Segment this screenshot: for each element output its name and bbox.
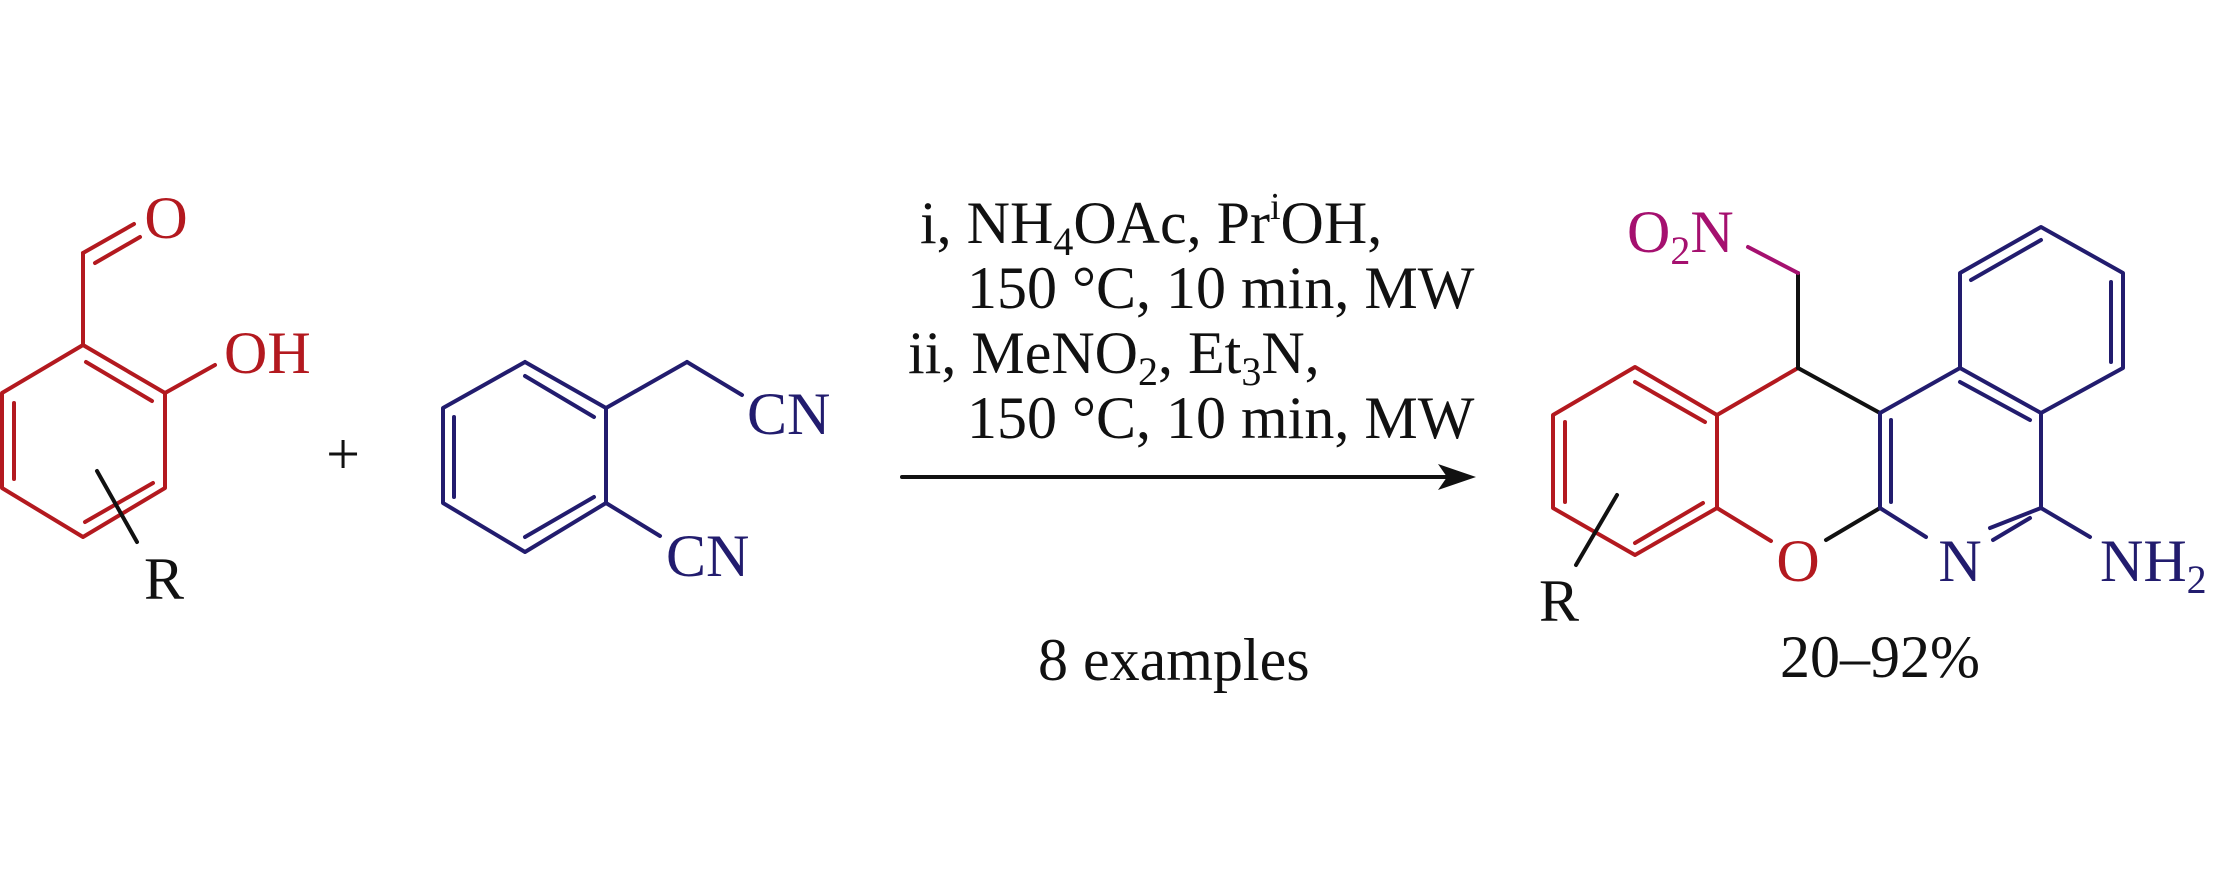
double-bond <box>1958 380 2032 422</box>
double-bond <box>84 360 154 403</box>
ring-nitrogen-label: N <box>1938 528 1981 594</box>
hydroxyl-label: OH <box>224 320 311 386</box>
double-bond <box>1969 238 2043 282</box>
substituent-label: R <box>144 546 184 612</box>
bond <box>604 501 662 538</box>
reactant-homophthalonitrile: CN CN <box>441 360 830 589</box>
double-bond <box>1633 501 1705 545</box>
substituent-bond <box>95 469 139 544</box>
product-molecule: O2N O N NH2 R 20–92% <box>1539 199 2207 690</box>
double-bond <box>523 495 596 539</box>
hydroxyl-bond <box>163 363 217 395</box>
plus-sign: + <box>326 421 360 487</box>
bond <box>2039 506 2092 539</box>
bond <box>1796 366 1882 415</box>
bond <box>1878 506 1928 539</box>
double-bond <box>1633 380 1707 424</box>
conditions-line-3: ii, MeNO2, Et3N, <box>908 320 1320 394</box>
carbonyl-oxygen-label: O <box>144 185 187 251</box>
benzo-ring <box>1551 365 1719 557</box>
substituent-bond <box>1574 493 1619 567</box>
ring-oxygen-label: O <box>1776 528 1819 594</box>
nitro-label: O2N <box>1627 199 1734 273</box>
upper-benzo-ring <box>1958 225 2125 415</box>
bond <box>604 360 689 410</box>
benzene-ring <box>0 343 167 539</box>
conditions-line-4: 150 °C, 10 min, MW <box>967 385 1475 451</box>
carbonyl-bond <box>93 235 142 265</box>
bond <box>1988 506 2043 530</box>
nitrile-label-bottom: CN <box>666 523 749 589</box>
amine-label: NH2 <box>2100 528 2207 602</box>
substituent-label: R <box>1539 568 1579 634</box>
bond <box>1878 366 1962 415</box>
nitrile-label-top: CN <box>747 381 830 447</box>
examples-count: 8 examples <box>1038 627 1310 693</box>
conditions-line-2: 150 °C, 10 min, MW <box>967 255 1475 321</box>
double-bond <box>83 481 155 524</box>
double-bond <box>1991 516 2032 542</box>
nitro-bond <box>1746 245 1800 275</box>
conditions-line-1: i, NH4OAc, PriOH, <box>920 186 1382 264</box>
bond <box>1958 366 2043 415</box>
bond <box>685 360 744 397</box>
double-bond <box>523 374 596 419</box>
reaction-conditions: i, NH4OAc, PriOH, 150 °C, 10 min, MW ii,… <box>900 186 1476 693</box>
benzene-ring <box>441 360 608 554</box>
bond <box>1715 506 1773 543</box>
arrowhead-icon <box>1438 464 1476 490</box>
yield-label: 20–92% <box>1780 624 1980 690</box>
reactant-salicylaldehyde: O OH R <box>0 185 311 612</box>
carbonyl-bond <box>81 222 136 255</box>
bond <box>1715 366 1800 417</box>
bond <box>1824 506 1882 542</box>
